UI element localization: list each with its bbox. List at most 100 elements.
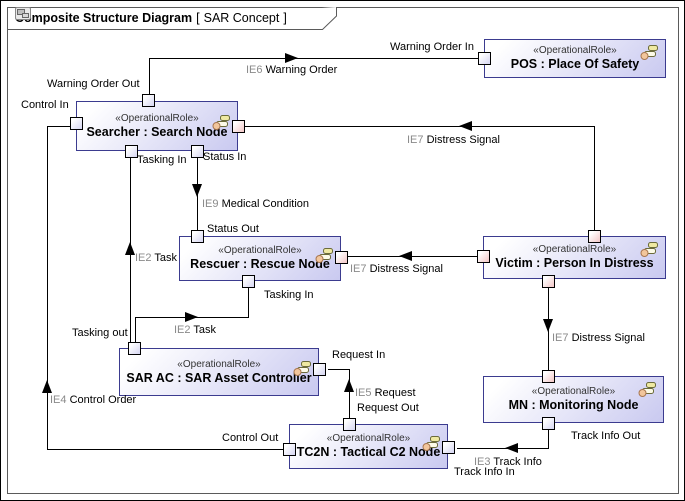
- flow-id: IE7: [552, 332, 569, 344]
- port-status-in[interactable]: [191, 145, 204, 158]
- connector-ie6-warning-order[interactable]: [149, 58, 150, 95]
- node-name: SAR AC : SAR Asset Controller: [126, 370, 312, 385]
- connector-ie6-warning-order[interactable]: [149, 58, 478, 59]
- port-distress-rescuer[interactable]: [335, 251, 348, 264]
- port-status-out[interactable]: [191, 230, 204, 243]
- port-request-out[interactable]: [343, 418, 356, 431]
- flow-direction-arrow-icon: [192, 184, 202, 197]
- node-tc2n[interactable]: «OperationalRole» TC2N : Tactical C2 Nod…: [289, 424, 448, 469]
- node-name: Rescuer : Rescue Node: [190, 257, 330, 271]
- connector-ie2-task-rescuer[interactable]: [135, 317, 136, 343]
- flow-id: IE6: [246, 64, 263, 76]
- diagram-type-title: Composite Structure Diagram: [15, 11, 193, 25]
- close-bracket: ]: [283, 11, 287, 25]
- port-label-control-out[interactable]: Control Out: [222, 432, 279, 444]
- connector-ie3-track-info[interactable]: [548, 430, 549, 449]
- port-label-tasking-out[interactable]: Tasking out: [72, 327, 128, 339]
- connector-ie2-task-rescuer[interactable]: [248, 288, 249, 318]
- operational-role-icon: [640, 45, 658, 60]
- stereotype-label: «OperationalRole»: [532, 244, 617, 255]
- title-tab-outline: [7, 7, 337, 30]
- diagram-name: SAR Concept: [203, 11, 280, 25]
- node-pos[interactable]: «OperationalRole» POS : Place Of Safety: [484, 39, 666, 78]
- flow-label-ie3[interactable]: IE3 Track Info: [474, 456, 542, 468]
- flow-label-ie9[interactable]: IE9 Medical Condition: [202, 198, 309, 210]
- flow-label-ie5[interactable]: IE5 Request: [355, 387, 416, 399]
- flow-name: Task: [154, 252, 177, 264]
- open-bracket: [: [196, 11, 200, 25]
- port-label-request-out[interactable]: Request Out: [357, 402, 419, 414]
- flow-id: IE3: [474, 456, 491, 468]
- stereotype-label: «OperationalRole»: [326, 433, 411, 444]
- flow-label-ie7-rescuer[interactable]: IE7 Distress Signal: [350, 263, 443, 275]
- port-mn-top[interactable]: [542, 370, 555, 383]
- port-label-request-in[interactable]: Request In: [332, 349, 386, 361]
- port-label-warning-order-out[interactable]: Warning Order Out: [47, 78, 140, 90]
- flow-label-ie6[interactable]: IE6 Warning Order: [246, 64, 337, 76]
- flow-label-ie7-searcher[interactable]: IE7 Distress Signal: [407, 134, 500, 146]
- flow-direction-arrow-icon: [285, 53, 298, 63]
- flow-id: IE9: [202, 198, 219, 210]
- port-tasking-out[interactable]: [128, 342, 141, 355]
- flow-label-ie2-searcher[interactable]: IE2 Task: [135, 252, 177, 264]
- node-mn[interactable]: «OperationalRole» MN : Monitoring Node: [483, 376, 664, 423]
- port-label-tasking-in-searcher[interactable]: Tasking In: [137, 154, 187, 166]
- port-victim-left[interactable]: [477, 250, 490, 263]
- flow-name: Distress Signal: [426, 134, 500, 146]
- operational-role-icon: [640, 242, 658, 257]
- port-warning-order-in[interactable]: [478, 52, 491, 65]
- port-control-out[interactable]: [283, 443, 296, 456]
- connector-ie7-distress-signal-searcher[interactable]: [594, 126, 595, 231]
- port-label-status-out[interactable]: Status Out: [207, 223, 259, 235]
- operational-role-icon: [315, 248, 333, 263]
- node-sarac[interactable]: «OperationalRole» SAR AC : SAR Asset Con…: [119, 348, 319, 396]
- flow-direction-arrow-icon: [459, 121, 472, 131]
- flow-name: Track Info: [493, 456, 542, 468]
- flow-id: IE4: [50, 394, 67, 406]
- port-track-info-out[interactable]: [542, 417, 555, 430]
- connector-ie4-control-order[interactable]: [47, 449, 283, 450]
- connector-ie7-distress-signal-searcher[interactable]: [245, 126, 595, 127]
- connector-ie4-control-order[interactable]: [47, 126, 48, 450]
- port-victim-top[interactable]: [588, 230, 601, 243]
- stereotype-label: «OperationalRole»: [533, 45, 617, 56]
- connector-ie7-distress-signal-rescuer[interactable]: [348, 256, 478, 257]
- flow-label-ie2-rescuer[interactable]: IE2 Task: [174, 324, 216, 336]
- port-label-control-in[interactable]: Control In: [21, 99, 69, 111]
- diagram-title-tab[interactable]: Composite Structure Diagram [ SAR Concep…: [7, 7, 337, 30]
- node-searcher[interactable]: «OperationalRole» Searcher : Search Node: [76, 101, 238, 151]
- connector-ie5-request[interactable]: [328, 369, 350, 370]
- flow-direction-arrow-icon: [399, 251, 412, 261]
- port-request-in[interactable]: [313, 363, 326, 376]
- operational-role-icon: [638, 382, 656, 397]
- flow-direction-arrow-icon: [185, 312, 198, 322]
- connector-ie4-control-order[interactable]: [47, 126, 70, 127]
- node-victim[interactable]: «OperationalRole» Victim : Person In Dis…: [483, 236, 666, 279]
- port-control-in[interactable]: [70, 117, 83, 130]
- operational-role-icon: [293, 361, 311, 376]
- port-distress-searcher[interactable]: [232, 120, 245, 133]
- port-victim-bottom[interactable]: [542, 275, 555, 288]
- port-warning-order-out[interactable]: [142, 94, 155, 107]
- operational-role-icon: [422, 436, 440, 451]
- port-label-track-info-out[interactable]: Track Info Out: [571, 430, 641, 442]
- node-rescuer[interactable]: «OperationalRole» Rescuer : Rescue Node: [179, 236, 341, 281]
- connector-ie5-request[interactable]: [349, 369, 350, 418]
- port-tasking-in-searcher[interactable]: [125, 145, 138, 158]
- flow-label-ie4[interactable]: IE4 Control Order: [50, 394, 136, 406]
- port-label-warning-order-in[interactable]: Warning Order In: [390, 41, 474, 53]
- port-tasking-in-rescuer[interactable]: [242, 275, 255, 288]
- flow-label-ie7-mn[interactable]: IE7 Distress Signal: [552, 332, 645, 344]
- port-label-track-info-in[interactable]: Track Info In: [454, 466, 515, 478]
- flow-direction-arrow-icon: [543, 319, 553, 332]
- flow-name: Control Order: [69, 394, 137, 406]
- connector-ie3-track-info[interactable]: [457, 448, 549, 449]
- port-label-tasking-in-rescuer[interactable]: Tasking In: [264, 289, 314, 301]
- port-label-status-in[interactable]: Status In: [203, 151, 247, 163]
- flow-direction-arrow-icon: [505, 443, 518, 453]
- flow-name: Warning Order: [265, 64, 338, 76]
- stereotype-label: «OperationalRole»: [218, 245, 302, 256]
- stereotype-label: «OperationalRole»: [115, 112, 199, 124]
- node-name: MN : Monitoring Node: [508, 398, 639, 412]
- port-track-info-in[interactable]: [442, 441, 455, 454]
